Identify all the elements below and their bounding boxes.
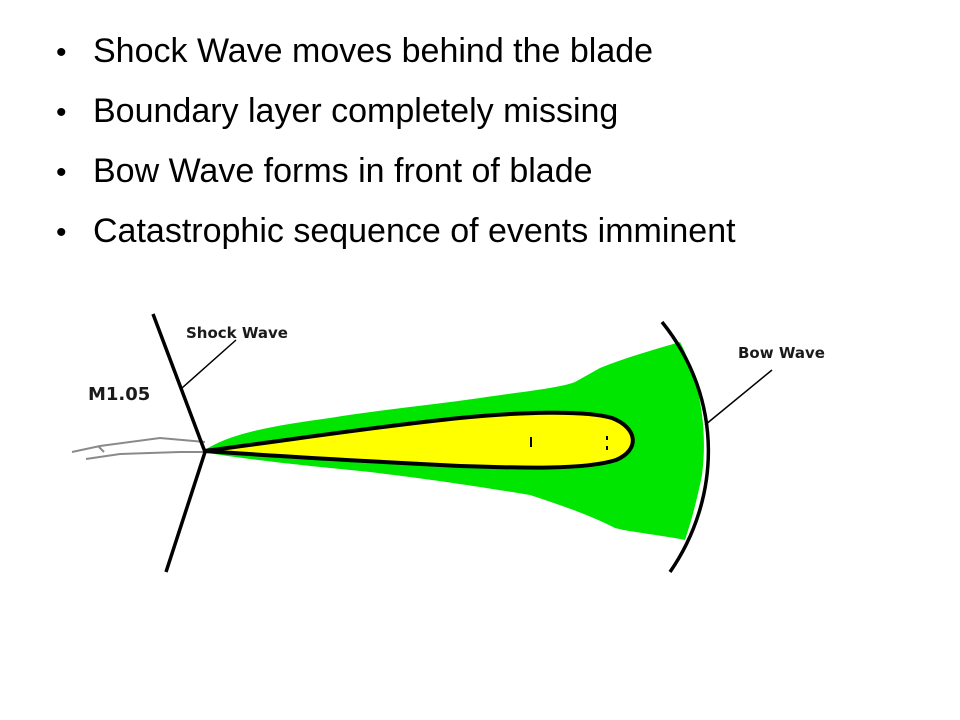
bullet-text: Bow Wave forms in front of blade [93,152,593,190]
shock-wave-leader [181,339,237,389]
bow-wave-leader [704,369,773,426]
bullet-text: Catastrophic sequence of events imminent [93,212,736,250]
bullet-item: • Bow Wave forms in front of blade [56,142,736,202]
bullet-list: • Shock Wave moves behind the blade • Bo… [56,22,736,262]
bullet-text: Shock Wave moves behind the blade [93,32,654,70]
bullet-glyph: • [56,216,67,249]
bullet-item: • Catastrophic sequence of events immine… [56,202,736,262]
bow-wave-line [660,320,711,573]
blade-mark [530,436,608,450]
bullet-glyph: • [56,96,67,129]
mach-label: M1.05 [88,384,150,405]
bullet-text: Boundary layer completely missing [93,92,619,130]
wake-trail [71,436,206,460]
bullet-glyph: • [56,156,67,189]
shock-wave-label: Shock Wave [186,324,288,342]
shock-wave-line [151,313,207,573]
blade-profile [203,410,635,470]
bow-wave-label: Bow Wave [738,344,825,362]
bullet-item: • Shock Wave moves behind the blade [56,22,736,82]
bullet-glyph: • [56,36,67,69]
bullet-item: • Boundary layer completely missing [56,82,736,142]
